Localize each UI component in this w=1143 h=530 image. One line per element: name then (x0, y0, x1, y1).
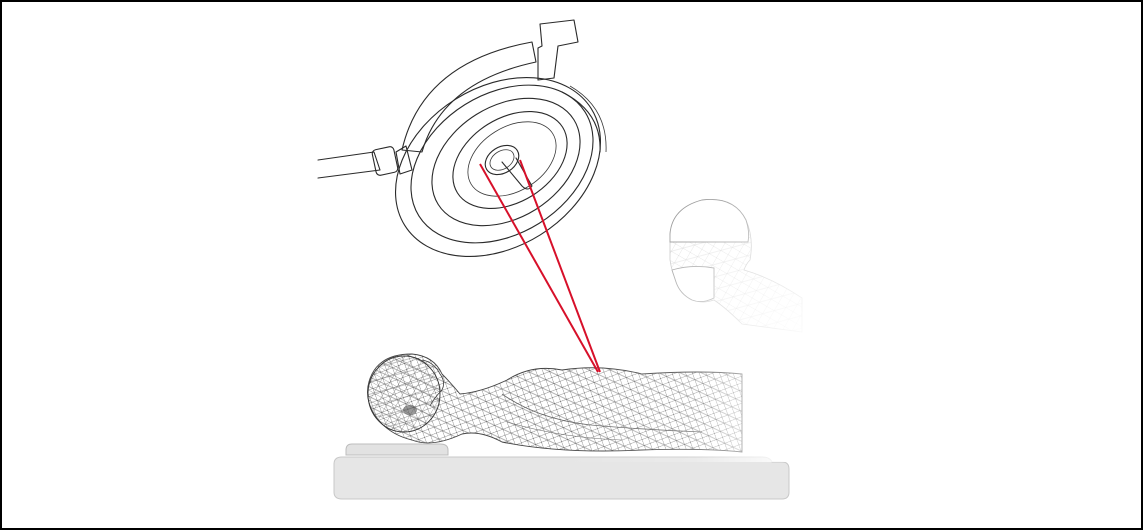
laser-beams (480, 160, 600, 372)
surgical-light-head (362, 20, 633, 293)
laser-beam-left (480, 164, 598, 372)
patient-head (368, 356, 440, 432)
head-pillow (346, 444, 448, 455)
patient-ear (403, 405, 417, 415)
light-yoke (538, 20, 578, 80)
light-center-handle (480, 139, 532, 189)
light-handle-arc (402, 42, 536, 152)
laser-beam-right (520, 160, 600, 372)
surgeon-figure (662, 192, 812, 342)
